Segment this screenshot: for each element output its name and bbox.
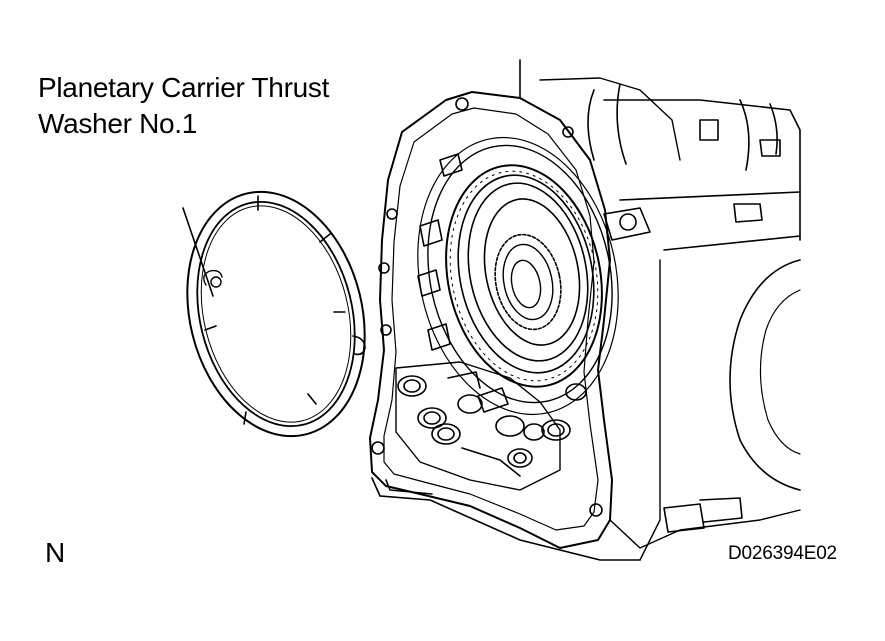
view-letter: N — [45, 537, 66, 568]
case-ribs — [588, 84, 777, 170]
leader-line — [183, 208, 213, 296]
transaxle-case — [370, 60, 800, 560]
flange-lugs — [418, 154, 462, 350]
valve-body-ports — [396, 362, 586, 490]
thrust-washer — [163, 173, 390, 455]
planetary-carrier — [426, 151, 621, 402]
part-callout-line-1: Planetary Carrier Thrust — [38, 72, 330, 103]
figure-code: D026394E02 — [728, 543, 837, 564]
part-callout-label: Planetary Carrier Thrust Washer No.1 — [38, 70, 329, 142]
part-callout-line-2: Washer No.1 — [38, 108, 198, 139]
